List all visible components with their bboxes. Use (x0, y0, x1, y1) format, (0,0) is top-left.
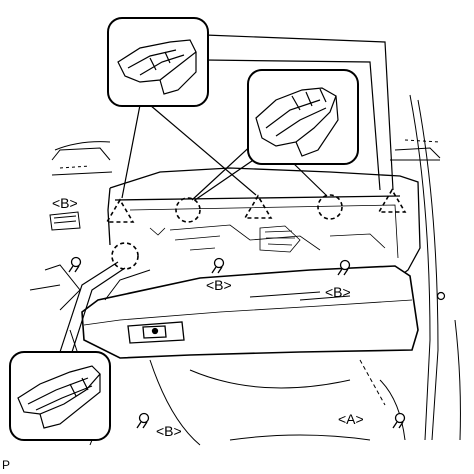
claw-location-triangles (105, 188, 407, 223)
screw-icon (211, 257, 225, 274)
screw-markers (68, 256, 406, 429)
clip-location-circles (111, 194, 343, 270)
label-b-bottom: <B> (156, 423, 182, 439)
clip-detail-callout (247, 69, 359, 165)
clip-circle-3 (111, 242, 139, 270)
side-clip-icon (436, 291, 446, 301)
figure-caption: P (2, 458, 10, 472)
claw-triangle-2 (243, 194, 273, 219)
screw-icon (337, 259, 351, 276)
screw-icon (136, 412, 150, 429)
label-b-right: <B> (325, 284, 351, 300)
screw-icon (68, 256, 82, 273)
label-b-left: <B> (52, 195, 78, 211)
clip-circle-2 (317, 194, 343, 220)
door-handle (127, 321, 185, 344)
label-a-bottom: <A> (338, 411, 364, 427)
claw-triangle-3 (377, 188, 407, 213)
clip-detail-callout-lower (9, 351, 111, 441)
claw-triangle-1 (105, 198, 135, 223)
glove-box-frame (107, 167, 421, 277)
label-b-center: <B> (206, 277, 232, 293)
screw-icon (392, 412, 406, 429)
clip-circle-1 (175, 197, 201, 223)
claw-detail-callout (107, 17, 209, 107)
glove-box-door (81, 265, 419, 359)
